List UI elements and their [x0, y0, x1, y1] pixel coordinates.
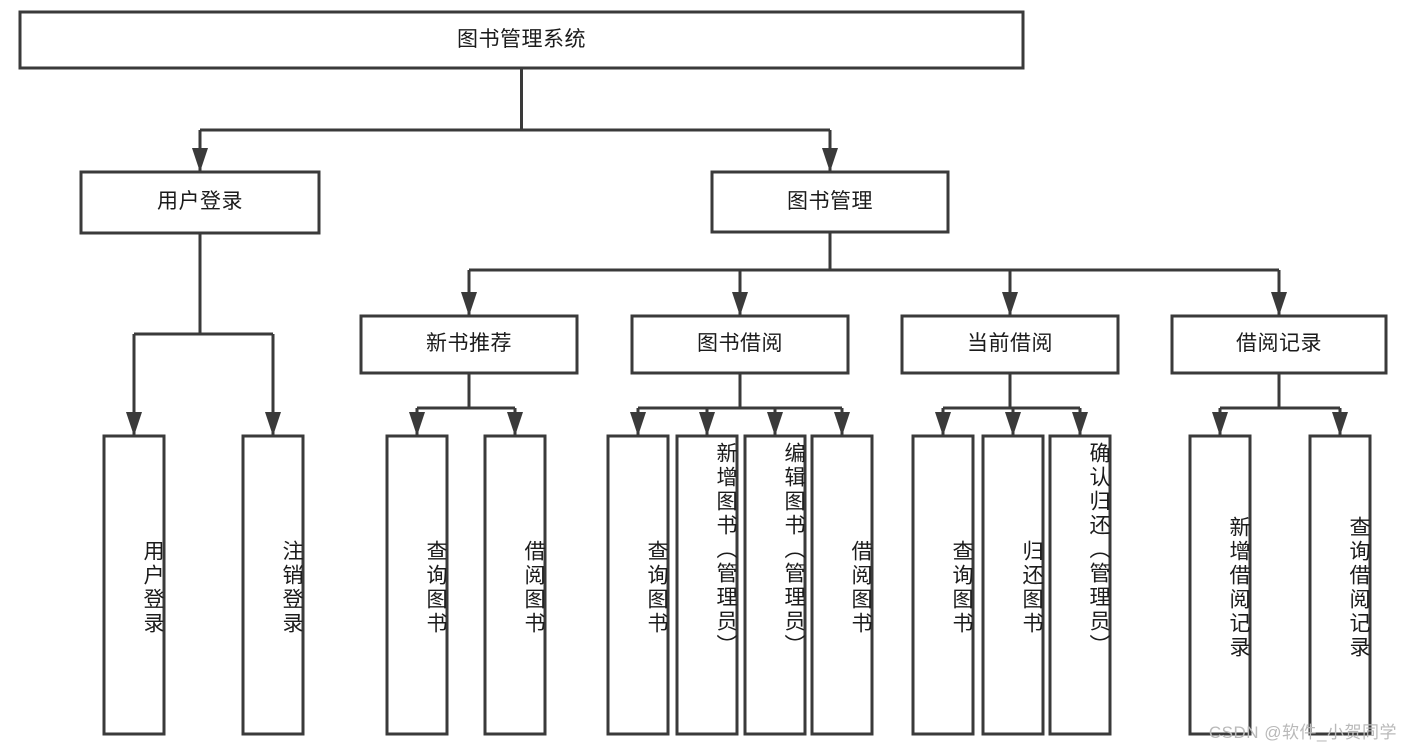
node-box-borrow-record[interactable] — [1170, 314, 1388, 375]
node-root[interactable] — [20, 12, 1023, 68]
node-box-book-manage[interactable] — [710, 170, 950, 234]
connector-layer — [126, 68, 1348, 436]
node-leaf-confirm-return-admin[interactable] — [1050, 436, 1110, 734]
node-box-leaf-borrow-book-1[interactable] — [483, 434, 547, 736]
arrow-head-icon — [507, 412, 523, 436]
node-leaf-query-borrow-record[interactable] — [1310, 436, 1370, 734]
node-box-leaf-query-book-1[interactable] — [385, 434, 449, 736]
node-new-book-recommend[interactable] — [361, 316, 577, 373]
node-leaf-user-login[interactable] — [104, 436, 164, 734]
node-box-book-borrow[interactable] — [630, 314, 850, 375]
arrow-head-icon — [409, 412, 425, 436]
node-leaf-edit-book-admin[interactable] — [745, 436, 805, 734]
node-borrow-record[interactable] — [1172, 316, 1386, 373]
node-leaf-add-book-admin[interactable] — [677, 436, 737, 734]
node-box-current-borrow[interactable] — [900, 314, 1120, 375]
node-box-leaf-confirm-return-admin[interactable] — [1048, 434, 1112, 736]
node-box-leaf-user-login[interactable] — [102, 434, 166, 736]
node-leaf-query-book-1[interactable] — [387, 436, 447, 734]
arrow-head-icon — [1002, 292, 1018, 316]
node-box-leaf-logout-login[interactable] — [241, 434, 305, 736]
arrow-head-icon — [767, 412, 783, 436]
node-box-root[interactable] — [18, 10, 1025, 70]
arrow-head-icon — [699, 412, 715, 436]
arrow-head-icon — [461, 292, 477, 316]
node-leaf-return-book[interactable] — [983, 436, 1043, 734]
arrow-head-icon — [1271, 292, 1287, 316]
node-leaf-query-book-3[interactable] — [913, 436, 973, 734]
arrow-head-icon — [1072, 412, 1088, 436]
node-current-borrow[interactable] — [902, 316, 1118, 373]
node-box-leaf-query-book-3[interactable] — [911, 434, 975, 736]
arrow-head-icon — [834, 412, 850, 436]
arrow-head-icon — [1212, 412, 1228, 436]
node-leaf-add-borrow-record[interactable] — [1190, 436, 1250, 734]
arrow-head-icon — [732, 292, 748, 316]
arrow-head-icon — [126, 412, 142, 436]
node-user-login[interactable] — [81, 172, 319, 233]
node-leaf-logout-login[interactable] — [243, 436, 303, 734]
node-box-user-login[interactable] — [79, 170, 321, 235]
node-leaf-borrow-book-1[interactable] — [485, 436, 545, 734]
node-box-leaf-add-book-admin[interactable] — [675, 434, 739, 736]
box-layer — [18, 10, 1388, 736]
node-box-leaf-borrow-book-2[interactable] — [810, 434, 874, 736]
node-leaf-query-book-2[interactable] — [608, 436, 668, 734]
arrow-head-icon — [192, 148, 208, 172]
node-box-leaf-return-book[interactable] — [981, 434, 1045, 736]
arrow-head-icon — [630, 412, 646, 436]
node-box-leaf-edit-book-admin[interactable] — [743, 434, 807, 736]
node-box-leaf-query-book-2[interactable] — [606, 434, 670, 736]
arrow-head-icon — [1005, 412, 1021, 436]
node-box-new-book-recommend[interactable] — [359, 314, 579, 375]
arrow-head-icon — [935, 412, 951, 436]
node-box-leaf-add-borrow-record[interactable] — [1188, 434, 1252, 736]
arrow-head-icon — [822, 148, 838, 172]
arrow-head-icon — [265, 412, 281, 436]
arrow-head-icon — [1332, 412, 1348, 436]
node-book-manage[interactable] — [712, 172, 948, 232]
node-leaf-borrow-book-2[interactable] — [812, 436, 872, 734]
node-box-leaf-query-borrow-record[interactable] — [1308, 434, 1372, 736]
node-book-borrow[interactable] — [632, 316, 848, 373]
